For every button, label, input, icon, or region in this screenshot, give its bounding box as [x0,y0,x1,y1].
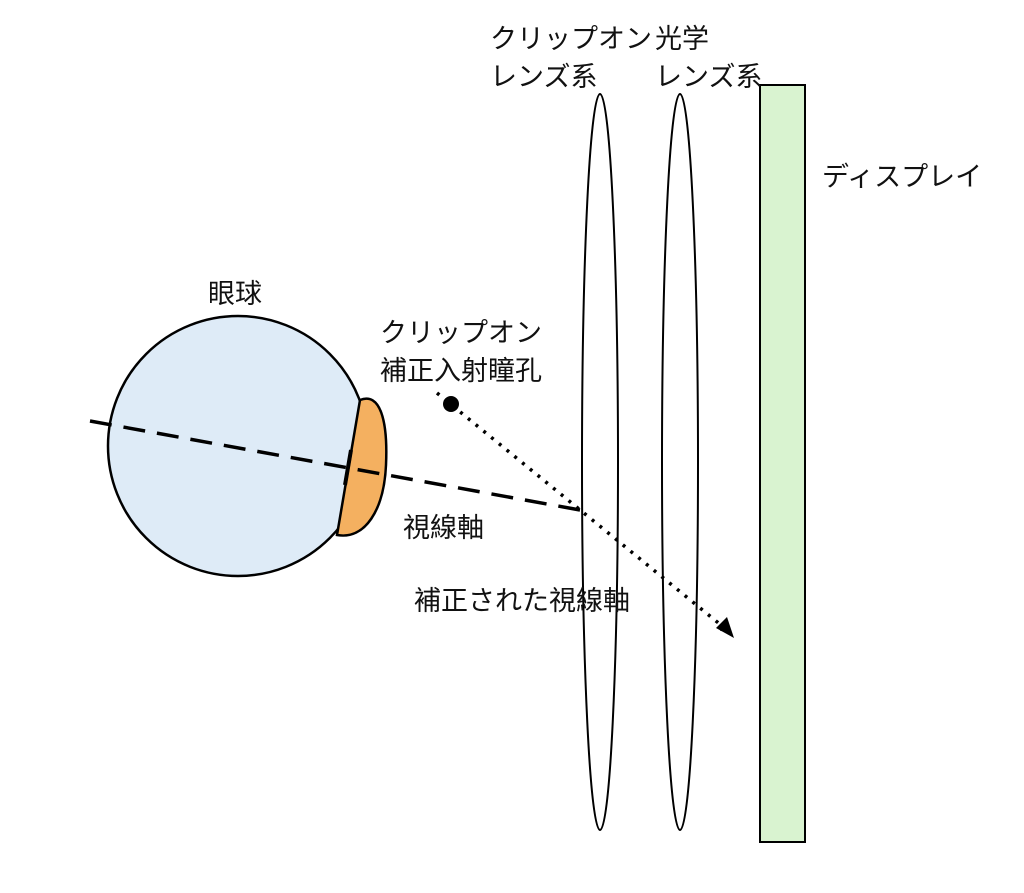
pupil-label-2: 補正入射瞳孔 [380,356,542,387]
corrected-axis-label: 補正された視線軸 [414,586,630,617]
arrow-head [716,617,734,638]
cornea [335,397,388,537]
eyeball-label: 眼球 [208,279,262,310]
display-label: ディスプレイ [822,162,982,193]
visual-axis-line [89,419,581,512]
optical-lens-label-1: 光学 [655,24,709,55]
clipon-lens [581,93,619,831]
visual-axis-label: 視線軸 [403,513,484,544]
pupil-label-1: クリップオン [380,318,542,349]
optical-lens-label-2: レンズ系 [655,62,762,93]
display [759,84,806,843]
eyeball [106,314,370,578]
clipon-lens-label-1: クリップオン [490,24,652,55]
optical-lens [661,93,699,831]
cornea-tick [343,449,353,486]
clipon-lens-label-2: レンズ系 [490,62,597,93]
corrected-axis-line [435,391,731,634]
pupil-dot [443,396,459,412]
